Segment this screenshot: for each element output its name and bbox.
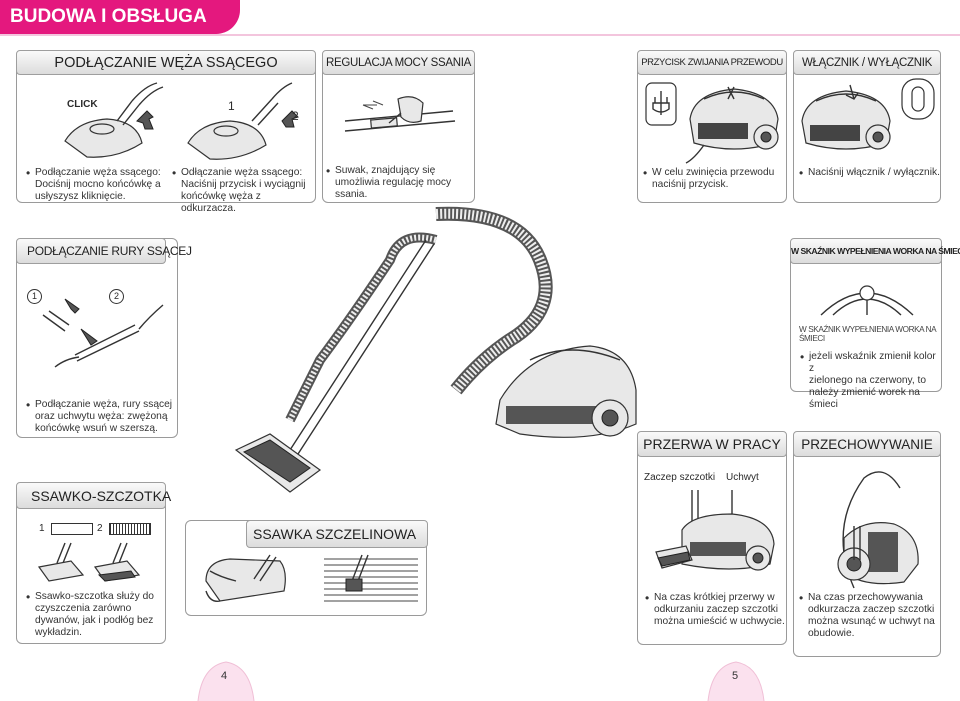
power-switch-box: WŁĄCZNIK / WYŁĄCZNIK Naciśnij włącznik /… — [793, 50, 941, 203]
crevice-tool-box: SSAWKA SZCZELINOWA — [185, 520, 428, 616]
bag-indicator-text: jeżeli wskaźnik zmienił kolor zzielonego… — [800, 351, 941, 411]
bag-indicator-illustration — [820, 285, 914, 316]
hose-disconnect-text: Odłączanie węża ssącego:Naciśnij przycis… — [172, 167, 315, 215]
pause-box: PRZERWA W PRACY Zaczep szczotki Uchwyt N… — [637, 431, 787, 645]
page-number-left: 4 — [221, 670, 228, 682]
click-label: CLICK — [67, 99, 98, 110]
step-2-label: 2 — [292, 109, 299, 123]
cord-rewind-box: PRZYCISK ZWIJANIA PRZEWODU W celu zwinię… — [637, 50, 787, 203]
step-1-label: 1 — [228, 99, 235, 113]
holder-label: Uchwyt — [726, 472, 759, 483]
brush-step-1: 1 — [39, 523, 45, 534]
tube-connect-illustration — [42, 298, 164, 368]
cord-rewind-title: PRZYCISK ZWIJANIA PRZEWODU — [637, 50, 787, 75]
brush-hook-label: Zaczep szczotki — [644, 472, 716, 483]
brush-step-2: 2 — [97, 523, 103, 534]
tube-connection-title: PODŁĄCZANIE RURY SSĄCEJ — [16, 238, 192, 264]
power-icon — [901, 78, 935, 120]
bag-indicator-title: W SKAŹNIK WYPEŁNIENIA WORKA NA ŚMIECI — [790, 238, 960, 264]
power-switch-text: Naciśnij włącznik / wyłącznik. — [799, 167, 940, 179]
brush-step-1-indicator — [51, 523, 93, 535]
storage-illustration — [837, 471, 919, 589]
brush-step-2-indicator — [109, 523, 151, 535]
hose-connect-text: Podłączanie węża ssącego:Dociśnij mocno … — [26, 167, 165, 203]
pause-title: PRZERWA W PRACY — [637, 431, 787, 457]
tube-connection-box: PODŁĄCZANIE RURY SSĄCEJ 1 2 Podłączanie … — [16, 238, 192, 438]
suction-slider-illustration — [344, 96, 456, 132]
tube-step-1: 1 — [27, 289, 42, 304]
vacuum-cleaner-illustration — [234, 206, 637, 493]
tube-step-2: 2 — [109, 289, 124, 304]
storage-title: PRZECHOWYWANIE — [793, 431, 941, 457]
hose-connect-illustration — [64, 82, 164, 158]
brush-box: SSAWKO-SZCZOTKA 1 2 Ssawko-szczotka służ… — [16, 482, 171, 644]
brush-illustration — [37, 542, 141, 582]
power-switch-title: WŁĄCZNIK / WYŁĄCZNIK — [793, 50, 941, 75]
page-header-tab: BUDOWA I OBSŁUGA — [0, 0, 240, 34]
pause-illustration — [655, 490, 775, 571]
suction-power-box: REGULACJA MOCY SSANIA Suwak, znajdujący … — [322, 50, 475, 203]
page-title: BUDOWA I OBSŁUGA — [10, 6, 207, 27]
bag-indicator-box: W SKAŹNIK WYPEŁNIENIA WORKA NA ŚMIECI W … — [790, 238, 960, 410]
vacuum-power-illustration — [801, 84, 891, 150]
footer-decoration-right — [707, 661, 765, 701]
vacuum-cord-illustration — [685, 86, 779, 164]
crevice-radiator-illustration — [324, 554, 418, 602]
hose-connection-box: PODŁĄCZANIE WĘŻA SSĄCEGO CLICK 1 2 Podłą… — [16, 50, 316, 214]
hose-connection-title: PODŁĄCZANIE WĘŻA SSĄCEGO — [16, 50, 316, 75]
storage-box: PRZECHOWYWANIE Na czas przechowywaniaodk… — [793, 431, 941, 657]
crevice-tool-title: SSAWKA SZCZELINOWA — [246, 520, 428, 548]
brush-title: SSAWKO-SZCZOTKA — [16, 482, 171, 509]
page-number-right: 5 — [732, 670, 739, 682]
bag-indicator-caption: W SKAŹNIK WYPEŁNIENIA WORKA NA ŚMIECI — [799, 325, 936, 343]
hose-disconnect-illustration — [187, 82, 299, 160]
plug-icon — [645, 82, 677, 126]
suction-power-title: REGULACJA MOCY SSANIA — [322, 50, 475, 75]
crevice-sofa-illustration — [205, 554, 286, 602]
header-rule — [0, 34, 960, 36]
footer-decoration-left — [197, 661, 255, 701]
